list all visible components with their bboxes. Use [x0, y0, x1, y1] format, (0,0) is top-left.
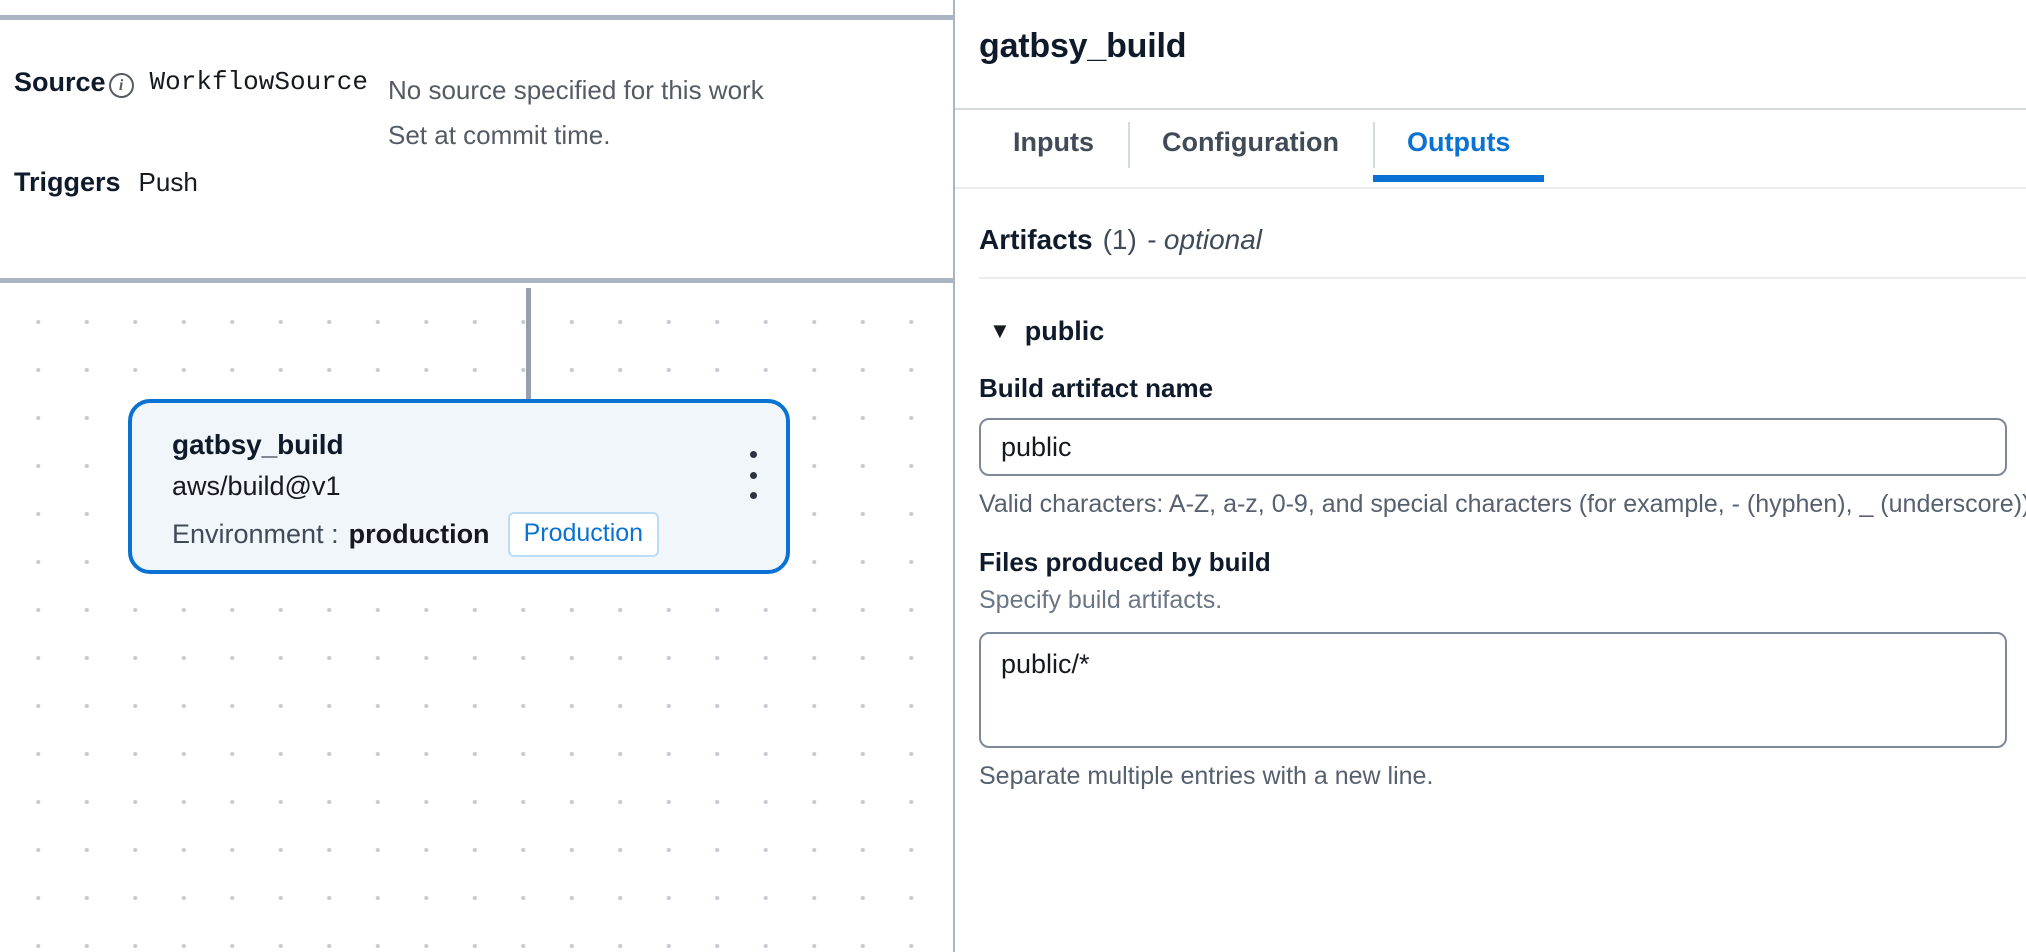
- node-title: gatbsy_build: [172, 429, 344, 460]
- kebab-dot-3: [749, 492, 757, 499]
- source-row: Source i WorkflowSource No source specif…: [14, 67, 764, 157]
- build-artifact-name-help: Valid characters: A-Z, a-z, 0-9, and spe…: [979, 490, 2026, 519]
- panel-tabs: Inputs Configuration Outputs: [955, 110, 2026, 189]
- tab-outputs[interactable]: Outputs: [1372, 110, 1545, 183]
- node-environment-label: Environment :: [172, 518, 339, 549]
- artifacts-heading-text: Artifacts: [979, 224, 1093, 255]
- top-divider: [0, 15, 953, 20]
- artifacts-heading: Artifacts (1) - optional: [979, 189, 2026, 257]
- artifact-expander-label: public: [1024, 315, 1105, 346]
- panel-header: gatbsy_build: [955, 0, 2026, 110]
- files-produced-textarea[interactable]: [979, 631, 2007, 748]
- workflow-left-pane: Source i WorkflowSource No source specif…: [0, 0, 955, 952]
- build-artifact-name-input[interactable]: [979, 418, 2007, 477]
- workflow-connector-line: [526, 288, 531, 402]
- kebab-dot-2: [749, 471, 757, 479]
- source-description-line2: Set at commit time.: [387, 119, 611, 150]
- files-produced-help: Separate multiple entries with a new lin…: [979, 761, 1434, 790]
- triggers-value: Push: [138, 167, 198, 197]
- panel-body: Artifacts (1) - optional ▼ public Build …: [955, 189, 2026, 792]
- node-environment-row: Environment : production Production: [172, 512, 760, 557]
- caret-down-icon[interactable]: ▼: [989, 317, 1011, 343]
- workflow-canvas[interactable]: gatbsy_build aws/build@v1 Environment : …: [0, 288, 953, 952]
- artifacts-optional-tag: - optional: [1146, 224, 1263, 255]
- node-environment-value: production: [348, 518, 490, 549]
- tab-configuration[interactable]: Configuration: [1128, 110, 1373, 176]
- source-label: Source: [14, 67, 106, 97]
- artifacts-divider: [979, 276, 2026, 279]
- kebab-dot-1: [749, 451, 757, 458]
- environment-badge[interactable]: Production: [507, 512, 660, 557]
- artifact-expander-public[interactable]: ▼ public: [979, 315, 2026, 347]
- source-description-line1: No source specified for this work: [387, 75, 764, 105]
- workflow-node-gatbsy-build[interactable]: gatbsy_build aws/build@v1 Environment : …: [128, 399, 790, 574]
- triggers-label: Triggers: [14, 167, 121, 197]
- info-icon[interactable]: i: [108, 73, 134, 98]
- workflow-summary: Source i WorkflowSource No source specif…: [0, 20, 953, 283]
- build-artifact-name-field: Build artifact name Valid characters: A-…: [979, 373, 2026, 521]
- files-produced-field: Files produced by build Specify build ar…: [979, 547, 2026, 792]
- source-name: WorkflowSource: [149, 67, 368, 97]
- artifacts-count: (1): [1102, 224, 1137, 255]
- node-action: aws/build@v1: [172, 470, 341, 501]
- details-panel: gatbsy_build Inputs Configuration Output…: [955, 0, 2026, 952]
- files-produced-label: Files produced by build: [979, 546, 1271, 577]
- kebab-menu-icon[interactable]: [742, 451, 764, 499]
- tab-inputs[interactable]: Inputs: [1013, 127, 1094, 157]
- build-artifact-name-label: Build artifact name: [979, 372, 1214, 403]
- files-produced-sublabel: Specify build artifacts.: [979, 585, 1223, 614]
- triggers-row: Triggers Push: [14, 167, 198, 198]
- panel-title: gatbsy_build: [979, 27, 1187, 65]
